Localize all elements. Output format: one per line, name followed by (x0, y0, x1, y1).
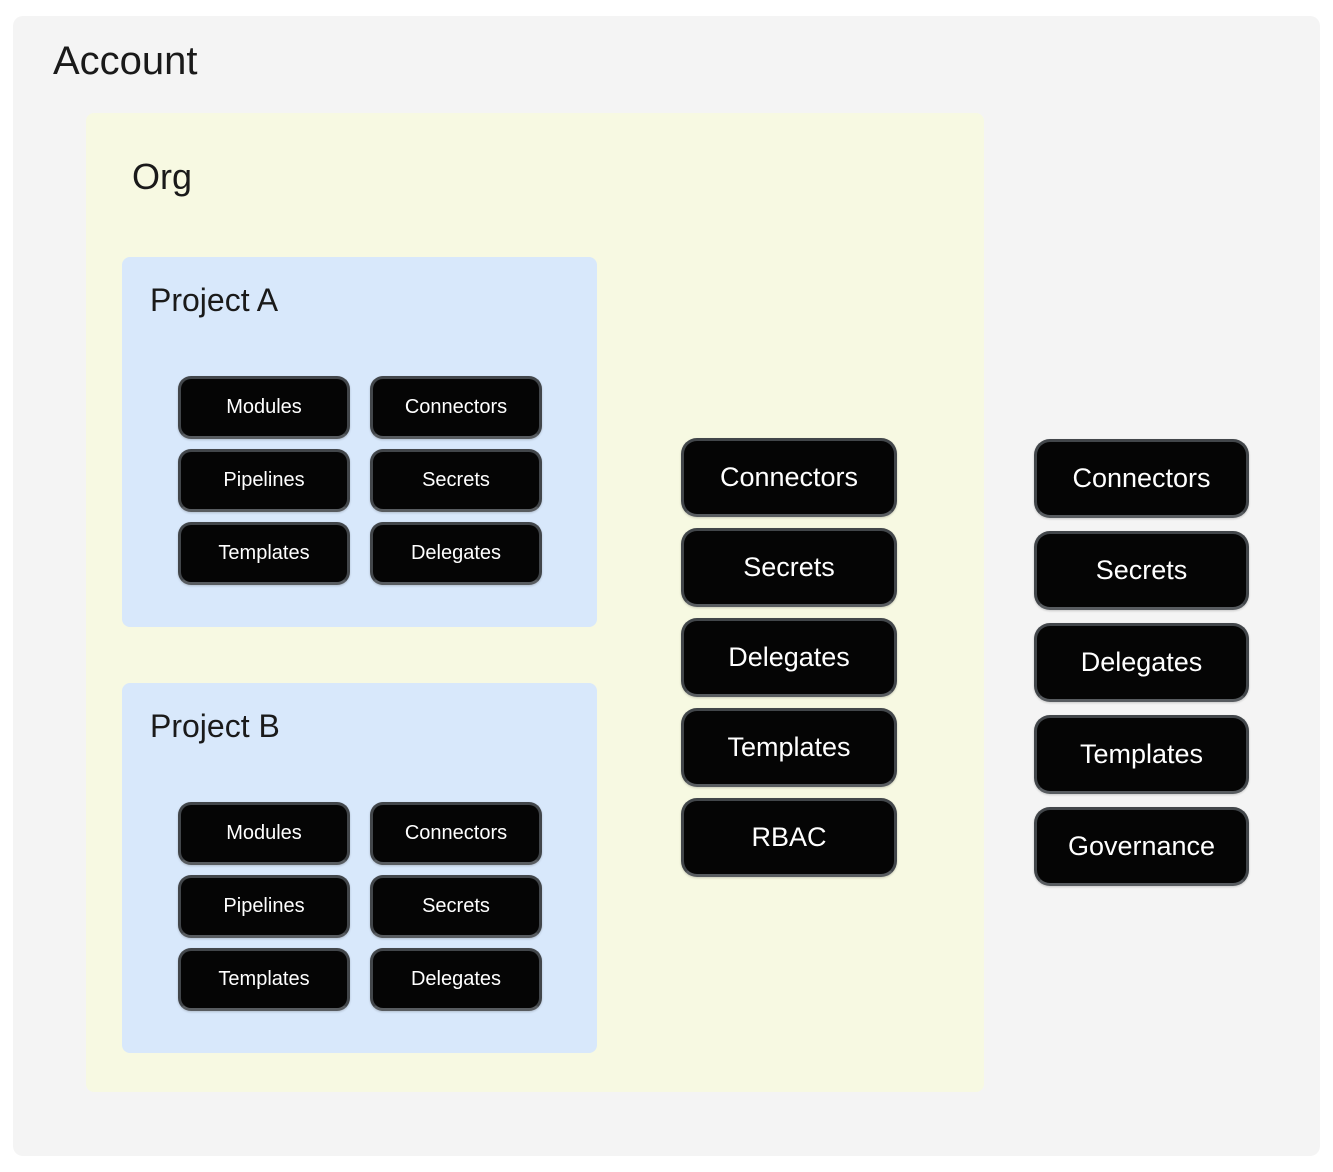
project-a-node-pipelines[interactable]: Pipelines (178, 449, 350, 512)
account-title: Account (53, 39, 198, 83)
project-b-node-pipelines[interactable]: Pipelines (178, 875, 350, 938)
org-node-rbac[interactable]: RBAC (681, 798, 897, 877)
project-b-container: Project B Modules Connectors Pipelines S… (122, 683, 597, 1053)
account-resource-list: Connectors Secrets Delegates Templates G… (1034, 439, 1249, 886)
org-container: Org Project A Modules Connectors Pipelin… (86, 113, 984, 1092)
project-b-resource-grid: Modules Connectors Pipelines Secrets Tem… (178, 802, 542, 1011)
org-resource-list: Connectors Secrets Delegates Templates R… (681, 438, 897, 877)
project-b-node-secrets[interactable]: Secrets (370, 875, 542, 938)
project-b-node-delegates[interactable]: Delegates (370, 948, 542, 1011)
org-title: Org (132, 156, 193, 197)
account-node-governance[interactable]: Governance (1034, 807, 1249, 886)
project-a-node-connectors[interactable]: Connectors (370, 376, 542, 439)
account-node-delegates[interactable]: Delegates (1034, 623, 1249, 702)
project-a-container: Project A Modules Connectors Pipelines S… (122, 257, 597, 627)
org-node-templates[interactable]: Templates (681, 708, 897, 787)
project-a-node-delegates[interactable]: Delegates (370, 522, 542, 585)
account-node-templates[interactable]: Templates (1034, 715, 1249, 794)
project-b-node-modules[interactable]: Modules (178, 802, 350, 865)
project-a-node-templates[interactable]: Templates (178, 522, 350, 585)
account-container: Account Org Project A Modules Connectors… (13, 16, 1320, 1156)
account-node-secrets[interactable]: Secrets (1034, 531, 1249, 610)
org-node-secrets[interactable]: Secrets (681, 528, 897, 607)
project-a-title: Project A (150, 282, 279, 318)
project-a-node-modules[interactable]: Modules (178, 376, 350, 439)
org-node-connectors[interactable]: Connectors (681, 438, 897, 517)
project-a-node-secrets[interactable]: Secrets (370, 449, 542, 512)
project-b-node-connectors[interactable]: Connectors (370, 802, 542, 865)
org-node-delegates[interactable]: Delegates (681, 618, 897, 697)
project-a-resource-grid: Modules Connectors Pipelines Secrets Tem… (178, 376, 542, 585)
project-b-node-templates[interactable]: Templates (178, 948, 350, 1011)
account-node-connectors[interactable]: Connectors (1034, 439, 1249, 518)
project-b-title: Project B (150, 708, 280, 744)
